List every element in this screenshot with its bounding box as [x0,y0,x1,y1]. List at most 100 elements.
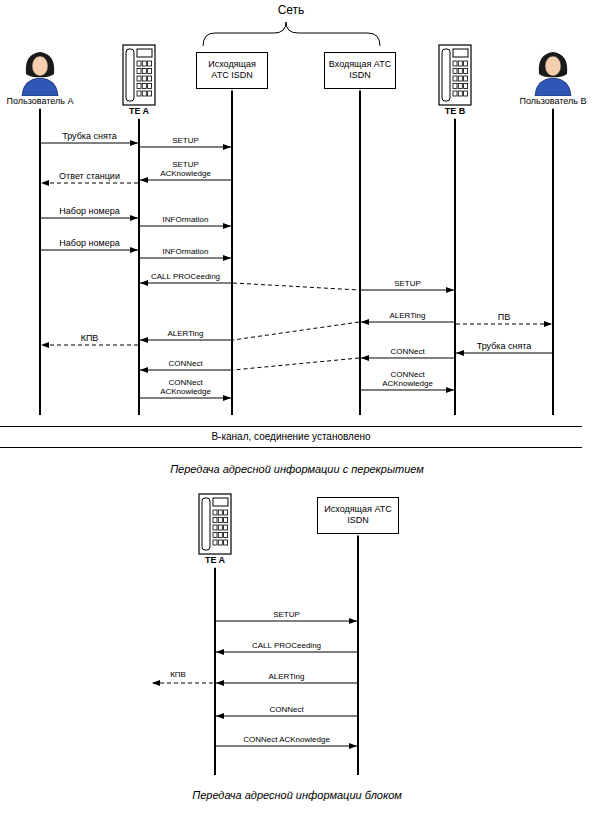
exchange-box: Исходящая АТС ISDN [317,497,399,534]
phone-key [148,61,152,66]
phone-key [458,91,462,96]
exchange-box: Входящая АТС ISDN [324,52,396,89]
phone-icon [438,44,472,106]
exchange-name: Исходящая АТС ISDN [321,504,395,527]
lifeline [231,91,233,416]
message-label: INFOrmation [163,247,209,256]
channel-band: В-канал, соединение установлено [0,426,582,448]
phone-key [218,540,222,545]
message-label: КПВ [170,670,186,679]
phone-key [453,69,457,74]
phone-key [224,510,228,515]
phone-icon [122,44,156,106]
phone-key [458,76,462,81]
message-label: SETUP ACKnowledge [155,160,217,178]
phone-key [453,84,457,89]
phone-key [464,69,468,74]
phone-key [458,61,462,66]
message-label: SETUP [273,610,300,619]
phone-key [464,84,468,89]
phone-display [137,49,152,57]
message-label: Ответ станции [59,171,120,181]
message-arrow [216,746,357,747]
message-arrow [140,370,231,371]
phone-key [148,69,152,74]
band-text: В-канал, соединение установлено [0,427,582,447]
user-name: Пользователь В [517,96,589,107]
figure-caption: Передача адресной информации блоком [192,789,402,801]
message-label: ALERTing [167,329,203,338]
phone-key [464,76,468,81]
terminal-node: TE B [432,44,478,117]
phone-key [224,525,228,530]
message-label: КПВ [81,333,99,343]
terminal-name: TE A [192,555,238,566]
user-name: Пользователь А [4,96,76,107]
phone-body [123,45,155,105]
lifeline [552,109,554,415]
lifeline [39,109,41,415]
lifeline [359,91,361,416]
dashed-signal [456,324,552,325]
message-label: CALL PROCeeding [151,272,220,281]
message-label: CONNect ACKnowledge [377,370,439,388]
message-label: ПВ [498,312,510,322]
network-bracket [203,22,380,46]
user-face [545,56,561,76]
message-arrow [361,358,454,359]
phone-key [224,533,228,538]
terminal-name: TE A [116,106,162,117]
phone-key [218,518,222,523]
exchange-name: Входящая АТС ISDN [328,59,392,82]
phone-key [218,533,222,538]
figure-caption: Передача адресной информации с перекрыти… [170,463,424,475]
phone-key [142,84,146,89]
phone-key [148,76,152,81]
message-arrow [216,716,357,717]
phone-key [137,84,141,89]
phone-key [213,525,217,530]
phone-handset [202,498,210,550]
message-arrow [41,218,138,219]
message-label: CONNect [269,705,303,714]
network-label: Сеть [278,3,305,17]
phone-key [224,518,228,523]
phone-key [464,91,468,96]
phone-key [148,84,152,89]
phone-body [439,45,471,105]
lifeline [454,119,456,415]
terminal-name: TE B [432,106,478,117]
lifeline [214,568,216,775]
phone-body [199,494,231,554]
message-arrow [216,683,357,684]
phone-display [453,49,468,57]
phone-key [213,518,217,523]
user-icon [18,48,62,96]
phone-handset [126,49,134,101]
user-node: Пользователь А [4,48,76,107]
user-node: Пользователь В [517,48,589,107]
message-arrow [216,621,357,622]
message-arrow [140,180,231,181]
message-arrow [41,250,138,251]
message-arrow [41,143,138,144]
phone-key [464,61,468,66]
message-label: Набор номера [59,206,119,216]
exchange-name: Исходящая АТС ISDN [200,59,264,82]
user-face [32,56,48,76]
user-body [535,78,571,96]
message-label: Трубка снята [477,341,532,351]
message-label: CALL PROCeeding [252,641,321,650]
user-body [22,78,58,96]
message-arrow [140,258,231,259]
phone-handset [442,49,450,101]
message-label: CONNect ACKnowledge [243,735,330,744]
phone-key [142,76,146,81]
user-hair [539,52,567,77]
dashed-signal [233,283,359,290]
phone-key [213,540,217,545]
message-arrow [140,340,231,341]
dashed-signal [41,183,138,184]
phone-key [213,533,217,538]
